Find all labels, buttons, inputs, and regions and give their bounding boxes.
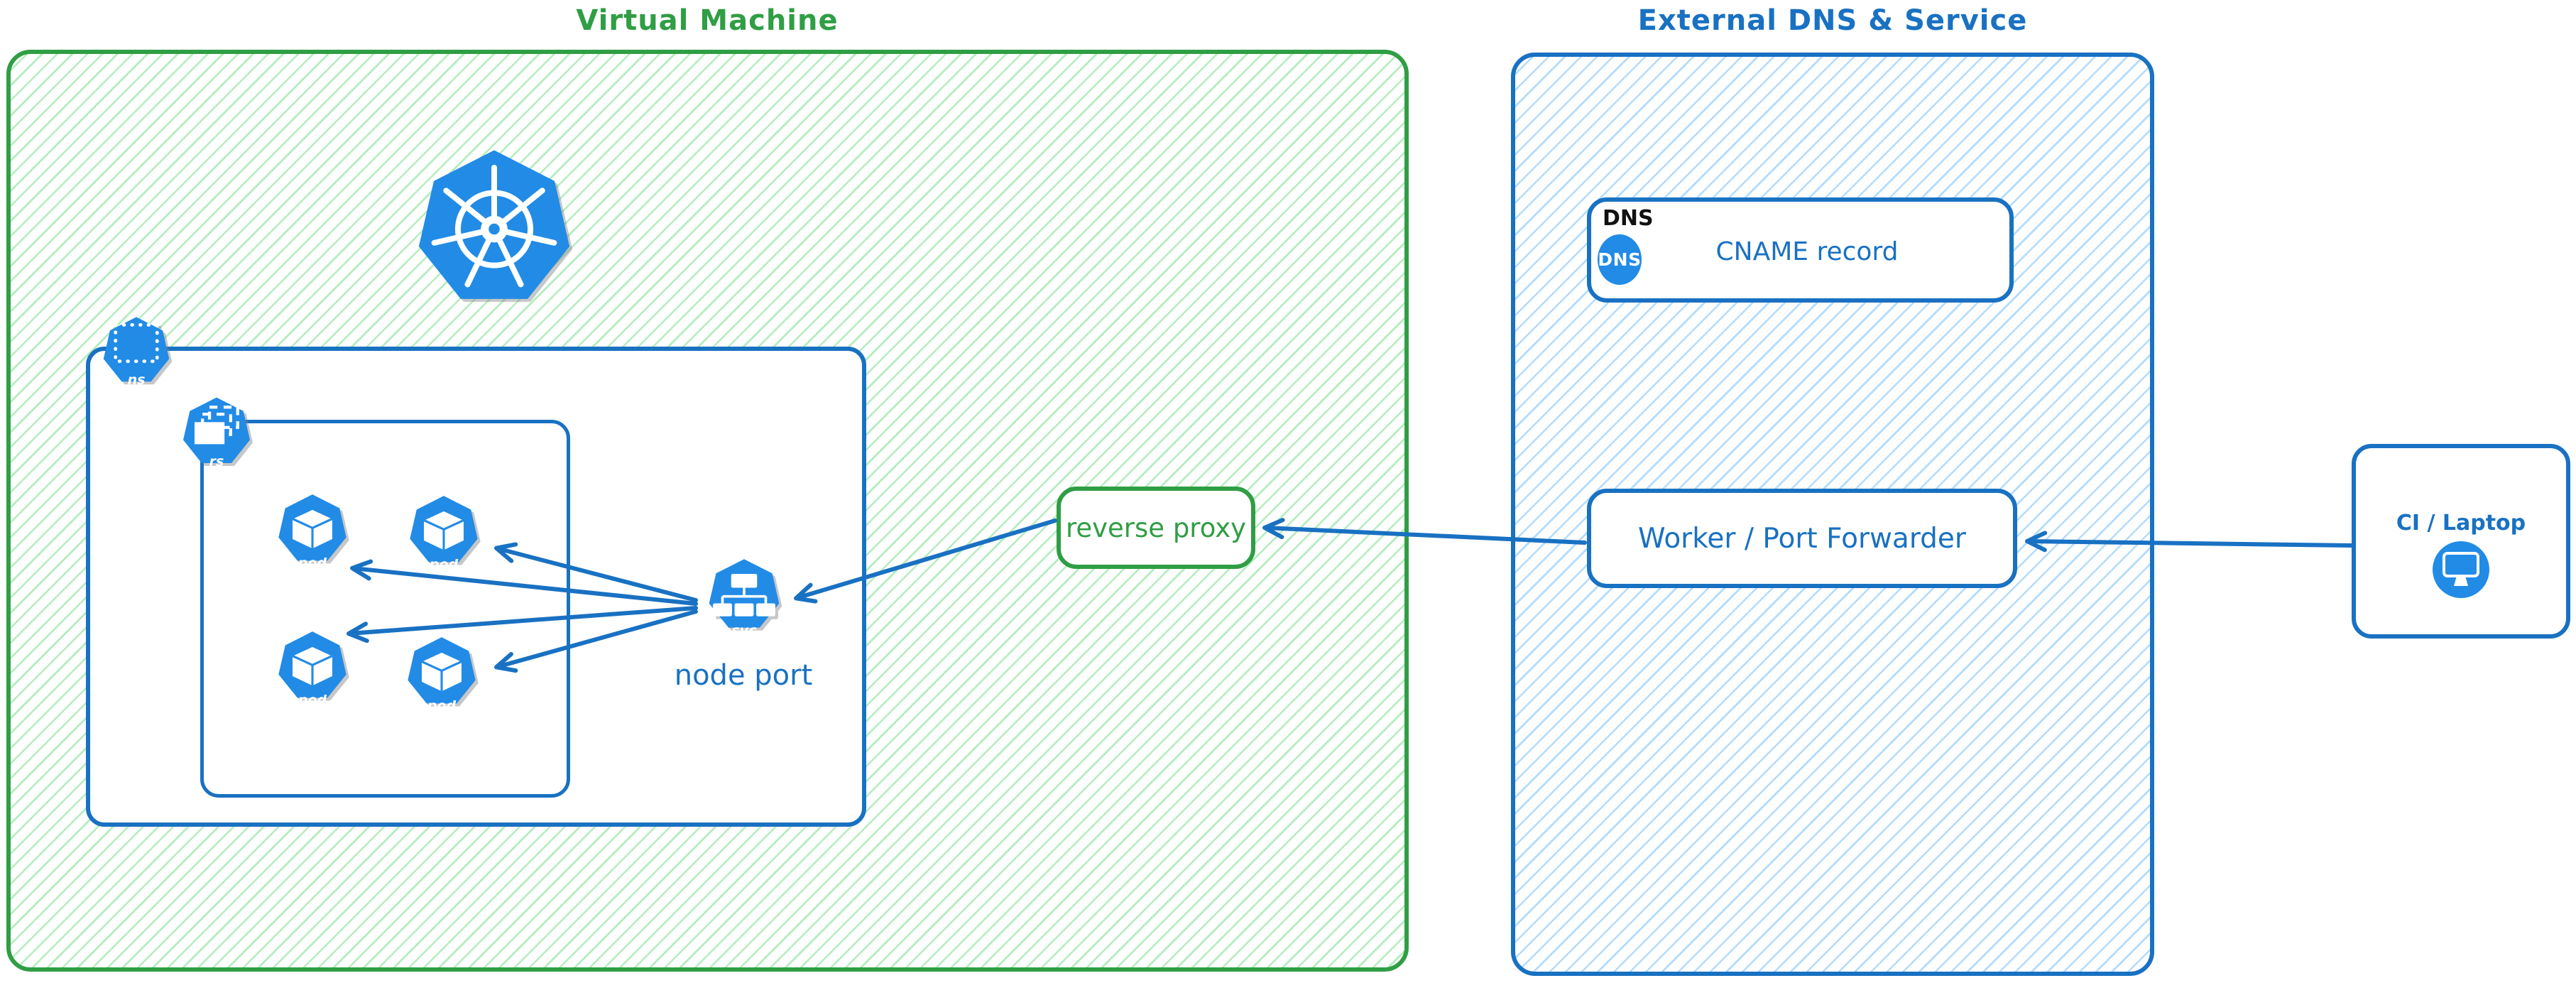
replicaset-icon: rs <box>173 387 261 477</box>
pod-icon: pod <box>400 636 484 721</box>
pod-icon: pod <box>271 493 354 578</box>
dns-badge-icon: DNS <box>1598 234 1642 285</box>
monitor-icon <box>2433 541 2489 598</box>
service-icon: svc <box>701 558 787 646</box>
namespace-icon-label: ns <box>127 372 146 388</box>
pod-icon-label: pod <box>429 557 459 572</box>
reverse-proxy-box: reverse proxy <box>1057 487 1255 569</box>
dns-tag-label: DNS <box>1603 206 1654 231</box>
replicaset-icon-label: rs <box>209 454 224 469</box>
pod-icon: pod <box>402 494 486 580</box>
pod-icon-label: pod <box>298 555 327 571</box>
reverse-proxy-label: reverse proxy <box>1065 512 1246 543</box>
namespace-icon: ns <box>93 307 180 395</box>
external-dns-service-title: External DNS & Service <box>1637 4 2028 37</box>
pod-icon-label: pod <box>298 693 327 708</box>
node-port-caption: node port <box>674 659 813 692</box>
pod-icon-label: pod <box>427 698 457 714</box>
cname-record-label: CNAME record <box>1715 237 1899 266</box>
pod-icon: pod <box>271 630 354 715</box>
virtual-machine-title: Virtual Machine <box>576 4 839 37</box>
ci-laptop-label: CI / Laptop <box>2396 511 2526 536</box>
worker-port-forwarder-box: Worker / Port Forwarder <box>1587 489 2017 588</box>
service-icon-label: svc <box>731 623 757 639</box>
worker-port-forwarder-label: Worker / Port Forwarder <box>1638 522 1966 555</box>
kubernetes-logo-icon <box>415 147 573 317</box>
ci-laptop-box: CI / Laptop <box>2352 444 2570 639</box>
cname-record-box <box>1587 197 2014 303</box>
